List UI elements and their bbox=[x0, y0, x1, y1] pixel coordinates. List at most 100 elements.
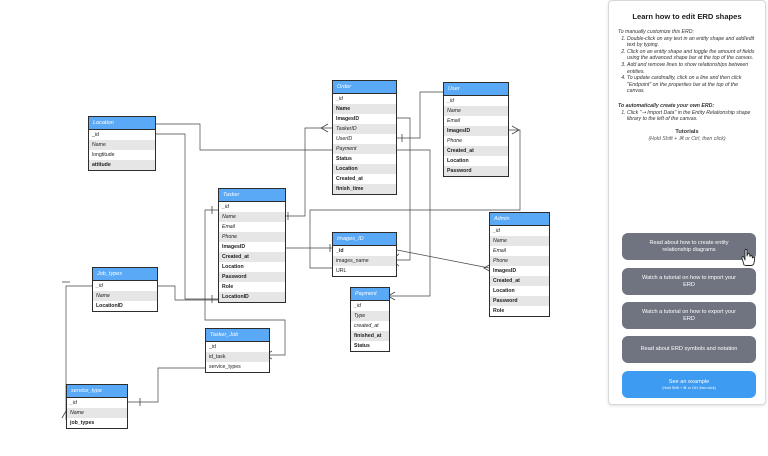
panel-title: Learn how to edit ERD shapes bbox=[632, 12, 742, 21]
entity-title[interactable]: Tasker bbox=[219, 189, 285, 202]
field[interactable]: Email bbox=[493, 248, 506, 254]
entity-tasker[interactable]: Tasker _id Name Email Phone ImagesID Cre… bbox=[218, 188, 286, 303]
field[interactable]: Created_at bbox=[336, 176, 363, 182]
field[interactable]: Type bbox=[351, 311, 389, 321]
field[interactable]: Password bbox=[219, 272, 285, 282]
field[interactable]: ImagesID bbox=[336, 116, 360, 122]
step-3: Add and remove lines to show relationshi… bbox=[627, 62, 756, 75]
field[interactable]: attitude bbox=[89, 160, 155, 170]
field[interactable]: Name bbox=[67, 408, 127, 418]
field[interactable]: Name bbox=[93, 291, 157, 301]
field[interactable]: _id bbox=[493, 228, 500, 234]
field[interactable]: Status bbox=[336, 156, 352, 162]
field[interactable]: service_types bbox=[209, 364, 241, 370]
entity-title[interactable]: Images_ID bbox=[333, 233, 396, 246]
field[interactable]: finish_time bbox=[333, 184, 396, 194]
field[interactable]: _id bbox=[447, 98, 454, 104]
see-example-label: See an example bbox=[668, 378, 710, 385]
tutorials-subtitle: (Hold Shift + ⌘ or Ctrl, then click) bbox=[648, 135, 726, 142]
entity-title[interactable]: User bbox=[444, 83, 508, 96]
field[interactable]: Status bbox=[354, 343, 370, 349]
help-panel: Learn how to edit ERD shapes To manually… bbox=[608, 0, 766, 405]
entity-title[interactable]: Location bbox=[89, 117, 155, 130]
field[interactable]: job_types bbox=[70, 420, 95, 426]
field[interactable]: Location bbox=[333, 164, 396, 174]
manual-steps: Double-click on any text in an entity sh… bbox=[609, 36, 765, 95]
watch-import-button[interactable]: Watch a tutorial on how to import your E… bbox=[622, 268, 756, 295]
field[interactable]: Phone bbox=[490, 256, 549, 266]
entity-title[interactable]: Payment bbox=[351, 288, 389, 301]
field[interactable]: Role bbox=[222, 284, 234, 290]
field[interactable]: LocationID bbox=[96, 303, 123, 309]
field[interactable]: Location bbox=[447, 158, 469, 164]
field[interactable]: Name bbox=[89, 140, 155, 150]
field[interactable]: Password bbox=[444, 166, 508, 176]
entity-location[interactable]: Location _id Name longtitude attitude bbox=[88, 116, 156, 171]
field[interactable]: ImagesID bbox=[493, 268, 517, 274]
line-order-images bbox=[397, 117, 411, 261]
step-1: Double-click on any text in an entity sh… bbox=[627, 36, 756, 49]
see-example-button[interactable]: See an example (Hold Shift + ⌘ or Ctrl, … bbox=[622, 371, 756, 398]
field[interactable]: _id bbox=[209, 344, 216, 350]
entity-user[interactable]: User _id Name Email ImagesID Phone Creat… bbox=[443, 82, 509, 177]
field[interactable]: Name bbox=[444, 106, 508, 116]
field[interactable]: Email bbox=[222, 224, 235, 230]
field[interactable]: _id bbox=[96, 283, 103, 289]
entity-payment[interactable]: Payment _id Type created_at finished_at … bbox=[350, 287, 390, 352]
read-symbols-button[interactable]: Read about ERD symbols and notation bbox=[622, 336, 756, 363]
entity-admin[interactable]: Admin _id Name Email Phone ImagesID Crea… bbox=[489, 212, 550, 317]
entity-images-id[interactable]: Images_ID _id images_name URL bbox=[332, 232, 397, 277]
read-erd-button[interactable]: Read about how to create entity relation… bbox=[622, 233, 756, 260]
field[interactable]: id_task bbox=[206, 352, 269, 362]
field[interactable]: _id bbox=[336, 248, 344, 254]
entity-title[interactable]: Job_types bbox=[93, 268, 157, 281]
field[interactable]: Name bbox=[219, 212, 285, 222]
field[interactable]: LocationID bbox=[219, 292, 285, 302]
field[interactable]: ImagesID bbox=[444, 126, 508, 136]
step-2: Click on an entity shape and toggle the … bbox=[627, 49, 756, 62]
field[interactable]: _id bbox=[222, 204, 229, 210]
step-4: To update cardinality, click on a line a… bbox=[627, 75, 756, 95]
entity-job-types[interactable]: Job_types _id Name LocationID bbox=[92, 267, 158, 312]
entity-title[interactable]: service_type bbox=[67, 385, 127, 398]
field[interactable]: UserID bbox=[336, 136, 353, 142]
entity-service-type[interactable]: service_type _id Name job_types bbox=[66, 384, 128, 429]
field[interactable]: _id bbox=[354, 303, 361, 309]
entity-title[interactable]: Admin bbox=[490, 213, 549, 226]
field[interactable]: Role bbox=[493, 308, 505, 314]
field[interactable]: Phone bbox=[447, 138, 463, 144]
field[interactable]: Created_at bbox=[219, 252, 285, 262]
field[interactable]: _id bbox=[336, 96, 343, 102]
field[interactable]: _id bbox=[92, 132, 99, 138]
field[interactable]: longtitude bbox=[92, 152, 115, 158]
field[interactable]: URL bbox=[336, 268, 347, 274]
field[interactable]: Phone bbox=[219, 232, 285, 242]
field[interactable]: _id bbox=[70, 400, 77, 406]
field[interactable]: Payment bbox=[333, 144, 396, 154]
entity-order[interactable]: Order _id Name ImagesID TaskerID UserID … bbox=[332, 80, 397, 195]
entity-title[interactable]: Order bbox=[333, 81, 396, 94]
field[interactable]: created_at bbox=[354, 323, 379, 329]
field[interactable]: finished_at bbox=[351, 331, 389, 341]
field[interactable]: Email bbox=[447, 118, 460, 124]
line-location-order bbox=[156, 123, 332, 151]
line-jobtypes-servicetype bbox=[65, 285, 92, 420]
watch-export-button[interactable]: Watch a tutorial on how to export your E… bbox=[622, 302, 756, 329]
field[interactable]: Password bbox=[490, 296, 549, 306]
field[interactable]: Name bbox=[333, 104, 396, 114]
line-jobtypes-tasker bbox=[158, 285, 218, 301]
field[interactable]: Name bbox=[490, 236, 549, 246]
field[interactable]: Location bbox=[222, 264, 244, 270]
field[interactable]: Created_at bbox=[444, 146, 508, 156]
field[interactable]: ImagesID bbox=[222, 244, 246, 250]
hand-pointer-icon bbox=[741, 248, 756, 266]
entity-tasker-job[interactable]: Tasker_Job _id id_task service_types bbox=[205, 328, 270, 373]
field[interactable]: Created_at bbox=[490, 276, 549, 286]
field[interactable]: images_name bbox=[333, 256, 396, 266]
field[interactable]: Location bbox=[493, 288, 515, 294]
line-order-payment bbox=[390, 149, 431, 297]
field[interactable]: TaskerID bbox=[333, 124, 396, 134]
entity-title[interactable]: Tasker_Job bbox=[206, 329, 269, 342]
